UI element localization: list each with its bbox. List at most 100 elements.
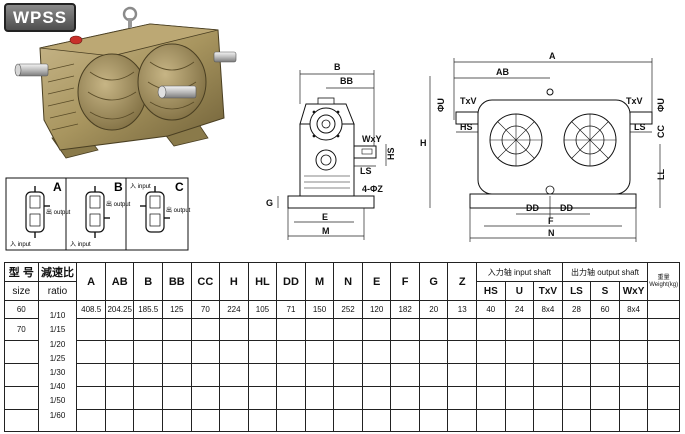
header-input-shaft: 入力轴 input shaft <box>476 262 563 282</box>
side-dim-b: B <box>334 62 341 72</box>
header-ratio-zh: 減速比 <box>37 262 78 282</box>
front-dim-dd-right: DD <box>560 203 573 213</box>
header-col-ls: LS <box>561 281 592 301</box>
side-dim-g: G <box>266 198 273 208</box>
cell-60-e: 120 <box>361 300 392 319</box>
cell-60-cc: 70 <box>190 300 221 319</box>
ratio-item: 1/60 <box>49 410 66 420</box>
side-dim-hs: HS <box>386 147 396 160</box>
row-size-60: 60 <box>4 300 39 319</box>
side-dim-m: M <box>322 226 330 236</box>
header-col-g: G <box>418 262 449 301</box>
config-a-output-label: 出 output <box>46 208 71 216</box>
header-ratio-en: ratio <box>37 281 78 301</box>
header-col-f: F <box>390 262 420 301</box>
front-dim-n: N <box>548 228 555 238</box>
side-dim-wxy: WxY <box>362 134 382 144</box>
side-view-drawing: B BB WxY LS 4-ΦZ G E M HS <box>266 62 396 240</box>
ratio-item: 1/15 <box>49 325 66 335</box>
header-size-en: size <box>4 281 39 301</box>
config-c-diagram: C 入 input 出 output <box>130 180 191 233</box>
side-dim-bb: BB <box>340 76 353 86</box>
config-a-input-label: 入 input <box>10 241 31 248</box>
table-row <box>4 409 680 432</box>
table-row <box>4 363 680 387</box>
front-dim-dd-left: DD <box>526 203 539 213</box>
cell-60-weight <box>647 300 680 319</box>
front-dim-cc: CC <box>656 125 666 138</box>
cell-60-a: 408.5 <box>76 300 106 319</box>
ratio-item: 1/40 <box>49 382 66 392</box>
front-dim-ls: LS <box>634 122 646 132</box>
config-b-diagram: B 出 output 入 input <box>70 180 131 248</box>
cell-60-f: 182 <box>390 300 420 319</box>
ratio-list: 1/10 1/15 1/20 1/25 1/30 1/40 1/50 1/60 <box>37 300 78 432</box>
config-c-input-label: 入 input <box>130 183 151 190</box>
row-size-70: 70 <box>4 318 39 341</box>
table-row: 70 <box>4 318 680 341</box>
header-col-ab: AB <box>104 262 135 301</box>
front-dim-f: F <box>548 216 554 226</box>
cell-60-wxy: 8x4 <box>618 300 649 319</box>
side-dim-4z: 4-ΦZ <box>362 184 383 194</box>
front-dim-txv-left: TxV <box>460 96 477 106</box>
front-dim-txv-right: TxV <box>626 96 643 106</box>
config-b-input-label: 入 input <box>70 241 91 248</box>
cell-60-g: 20 <box>418 300 449 319</box>
header-col-z: Z <box>447 262 478 301</box>
cell-60-b: 185.5 <box>133 300 164 319</box>
header-output-shaft: 出力轴 output shaft <box>561 262 649 282</box>
side-dim-ls: LS <box>360 166 372 176</box>
header-col-hl: HL <box>247 262 278 301</box>
brand-model-badge: WPSS <box>4 3 76 32</box>
header-col-b: B <box>133 262 164 301</box>
config-c-output-label: 出 output <box>166 206 191 214</box>
config-b-output-label: 出 output <box>106 200 131 208</box>
header-col-u: U <box>504 281 535 301</box>
header-col-n: N <box>333 262 363 301</box>
cell-60-u: 24 <box>504 300 535 319</box>
cell-60-bb: 125 <box>162 300 192 319</box>
cell-60-s: 60 <box>590 300 620 319</box>
ratio-item: 1/20 <box>49 339 66 349</box>
cell-60-ls: 28 <box>561 300 592 319</box>
header-col-txv: TxV <box>533 281 563 301</box>
ratio-item: 1/30 <box>49 368 66 377</box>
cell-60-txv: 8x4 <box>533 300 563 319</box>
config-a-diagram: A 出 output 入 input <box>10 180 71 248</box>
config-b-letter: B <box>114 180 123 194</box>
table-row: 60 1/10 1/15 1/20 1/25 1/30 1/40 1/50 1/… <box>4 300 680 432</box>
header-col-cc: CC <box>190 262 221 301</box>
ratio-item: 1/50 <box>49 396 66 406</box>
cell-60-hl: 105 <box>247 300 278 319</box>
front-view-drawing: H A AB TxV TxV ΦU ΦU HS <box>420 51 666 242</box>
header-col-bb: BB <box>162 262 192 301</box>
table-row <box>4 386 680 410</box>
header-col-m: M <box>304 262 335 301</box>
header-col-h: H <box>219 262 249 301</box>
table-row <box>4 340 680 364</box>
ratio-item: 1/25 <box>49 353 66 363</box>
header-col-s: S <box>590 281 620 301</box>
cell-60-hs: 40 <box>476 300 506 319</box>
header-col-wxy: WxY <box>618 281 649 301</box>
config-a-letter: A <box>53 180 62 194</box>
cell-60-h: 224 <box>219 300 249 319</box>
header-col-e: E <box>361 262 392 301</box>
cell-60-z: 13 <box>447 300 478 319</box>
front-dim-u-left: ΦU <box>436 98 446 112</box>
front-dim-a: A <box>549 51 556 61</box>
drawings-canvas: A 出 output 入 input B 出 output 入 input C … <box>5 6 666 251</box>
front-dim-ab: AB <box>496 67 509 77</box>
header-col-a: A <box>76 262 106 301</box>
front-dim-u-right: ΦU <box>656 98 666 112</box>
front-dim-h: H <box>420 138 427 148</box>
config-c-letter: C <box>175 180 184 194</box>
ratio-item: 1/10 <box>49 311 66 321</box>
front-dim-hs: HS <box>460 122 473 132</box>
cell-60-m: 150 <box>304 300 335 319</box>
header-col-dd: DD <box>276 262 306 301</box>
dimension-table: 型 号 減速比 A AB B BB CC H HL DD M N E F G Z… <box>4 262 680 432</box>
header-weight: 重量 Weight(kg) <box>647 262 680 301</box>
gearbox-photo <box>14 6 237 159</box>
